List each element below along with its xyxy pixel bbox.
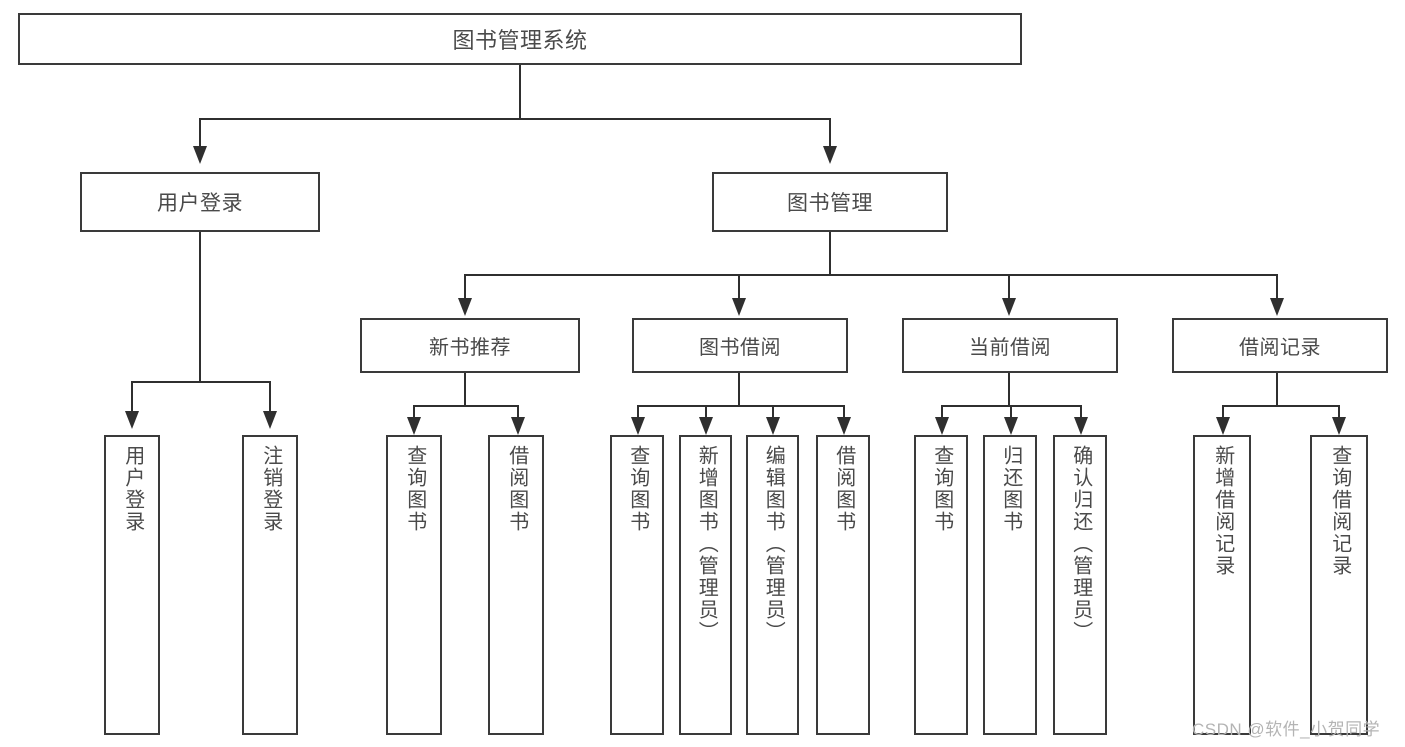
- arrow-to-leaf-query-book-2: [631, 417, 645, 435]
- connector-borrowrecord-drop-1: [1222, 405, 1224, 419]
- arrow-to-leaf-add-book: [699, 417, 713, 435]
- node-book-management-label: 图书管理: [787, 192, 873, 215]
- arrow-to-leaf-query-book-1: [407, 417, 421, 435]
- leaf-return-book[interactable]: 归还图书: [983, 435, 1037, 735]
- node-root-label: 图书管理系统: [452, 28, 588, 53]
- arrow-to-leaf-edit-book: [766, 417, 780, 435]
- leaf-logout[interactable]: 注销登录: [242, 435, 298, 735]
- node-book-management[interactable]: 图书管理: [712, 172, 948, 232]
- arrow-to-book-manage: [823, 146, 837, 164]
- arrow-to-leaf-logout: [263, 411, 277, 429]
- connector-userlogin-drop-2: [269, 381, 271, 413]
- connector-bookborrow-drop-4: [843, 405, 845, 419]
- connector-bookmgmt-drop-1: [464, 274, 466, 300]
- connector-userlogin-drop-1: [131, 381, 133, 413]
- leaf-query-book-recommend[interactable]: 查询图书: [386, 435, 442, 735]
- arrow-to-borrow-record: [1270, 298, 1284, 316]
- leaf-query-borrow-record[interactable]: 查询借阅记录: [1310, 435, 1368, 735]
- node-user-login[interactable]: 用户登录: [80, 172, 320, 232]
- connector-newbook-drop-2: [517, 405, 519, 419]
- leaf-query-borrow-record-label: 查询借阅记录: [1328, 445, 1351, 577]
- connector-bookborrow-bus: [637, 405, 843, 407]
- node-user-login-label: 用户登录: [157, 192, 243, 215]
- connector-bookmgmt-stem: [829, 232, 831, 274]
- leaf-edit-book[interactable]: 编辑图书（管理员）: [746, 435, 799, 735]
- leaf-query-book-recommend-label: 查询图书: [403, 445, 426, 533]
- arrow-to-leaf-add-record: [1216, 417, 1230, 435]
- leaf-add-borrow-record[interactable]: 新增借阅记录: [1193, 435, 1251, 735]
- connector-bookborrow-drop-3: [772, 405, 774, 419]
- connector-root-bus: [199, 118, 831, 120]
- leaf-borrow-book[interactable]: 借阅图书: [816, 435, 870, 735]
- leaf-confirm-return[interactable]: 确认归还（管理员）: [1053, 435, 1107, 735]
- connector-newbook-drop-1: [413, 405, 415, 419]
- node-root-system[interactable]: 图书管理系统: [18, 13, 1022, 65]
- connector-currentborrow-drop-3: [1080, 405, 1082, 419]
- connector-root-drop-2: [829, 118, 831, 148]
- arrow-to-new-book-recommend: [458, 298, 472, 316]
- connector-currentborrow-stem: [1008, 373, 1010, 405]
- connector-currentborrow-drop-1: [941, 405, 943, 419]
- connector-bookmgmt-drop-3: [1008, 274, 1010, 300]
- connector-bookmgmt-drop-2: [738, 274, 740, 300]
- leaf-query-book-current[interactable]: 查询图书: [914, 435, 968, 735]
- arrow-to-leaf-return-book: [1004, 417, 1018, 435]
- node-borrow-record-label: 借阅记录: [1239, 337, 1321, 359]
- connector-userlogin-stem: [199, 232, 201, 381]
- leaf-add-book[interactable]: 新增图书（管理员）: [679, 435, 732, 735]
- connector-bookborrow-drop-1: [637, 405, 639, 419]
- arrow-to-current-borrow: [1002, 298, 1016, 316]
- arrow-to-leaf-borrow-book-2: [837, 417, 851, 435]
- leaf-edit-book-label: 编辑图书（管理员）: [762, 445, 785, 643]
- arrow-to-book-borrow: [732, 298, 746, 316]
- node-new-book-recommend-label: 新书推荐: [429, 337, 511, 359]
- connector-userlogin-bus: [131, 381, 269, 383]
- node-new-book-recommend[interactable]: 新书推荐: [360, 318, 580, 373]
- arrow-to-leaf-query-book-3: [935, 417, 949, 435]
- node-book-borrow-label: 图书借阅: [699, 337, 781, 359]
- node-borrow-record[interactable]: 借阅记录: [1172, 318, 1388, 373]
- connector-currentborrow-drop-2: [1010, 405, 1012, 419]
- connector-bookmgmt-drop-4: [1276, 274, 1278, 300]
- connector-newbook-stem: [464, 373, 466, 405]
- arrow-to-leaf-query-record: [1332, 417, 1346, 435]
- connector-root-drop-1: [199, 118, 201, 148]
- connector-root-stem: [519, 65, 521, 118]
- leaf-borrow-book-recommend-label: 借阅图书: [505, 445, 528, 533]
- leaf-user-login[interactable]: 用户登录: [104, 435, 160, 735]
- leaf-confirm-return-label: 确认归还（管理员）: [1069, 445, 1092, 643]
- connector-bookborrow-stem: [738, 373, 740, 405]
- connector-bookborrow-drop-2: [705, 405, 707, 419]
- leaf-query-book-borrow-label: 查询图书: [626, 445, 649, 533]
- connector-bookmgmt-bus: [464, 274, 1276, 276]
- leaf-add-book-label: 新增图书（管理员）: [695, 445, 718, 643]
- connector-newbook-bus: [413, 405, 517, 407]
- connector-borrowrecord-drop-2: [1338, 405, 1340, 419]
- arrow-to-leaf-borrow-book-1: [511, 417, 525, 435]
- arrow-to-leaf-user-login: [125, 411, 139, 429]
- leaf-logout-label: 注销登录: [259, 445, 282, 533]
- leaf-user-login-label: 用户登录: [121, 445, 144, 533]
- arrow-to-leaf-confirm-return: [1074, 417, 1088, 435]
- connector-borrowrecord-stem: [1276, 373, 1278, 405]
- leaf-borrow-book-recommend[interactable]: 借阅图书: [488, 435, 544, 735]
- leaf-query-book-current-label: 查询图书: [930, 445, 953, 533]
- arrow-to-user-login: [193, 146, 207, 164]
- leaf-return-book-label: 归还图书: [999, 445, 1022, 533]
- node-current-borrow[interactable]: 当前借阅: [902, 318, 1118, 373]
- leaf-query-book-borrow[interactable]: 查询图书: [610, 435, 664, 735]
- connector-borrowrecord-bus: [1222, 405, 1338, 407]
- leaf-add-borrow-record-label: 新增借阅记录: [1211, 445, 1234, 577]
- node-book-borrow[interactable]: 图书借阅: [632, 318, 848, 373]
- node-current-borrow-label: 当前借阅: [969, 337, 1051, 359]
- leaf-borrow-book-label: 借阅图书: [832, 445, 855, 533]
